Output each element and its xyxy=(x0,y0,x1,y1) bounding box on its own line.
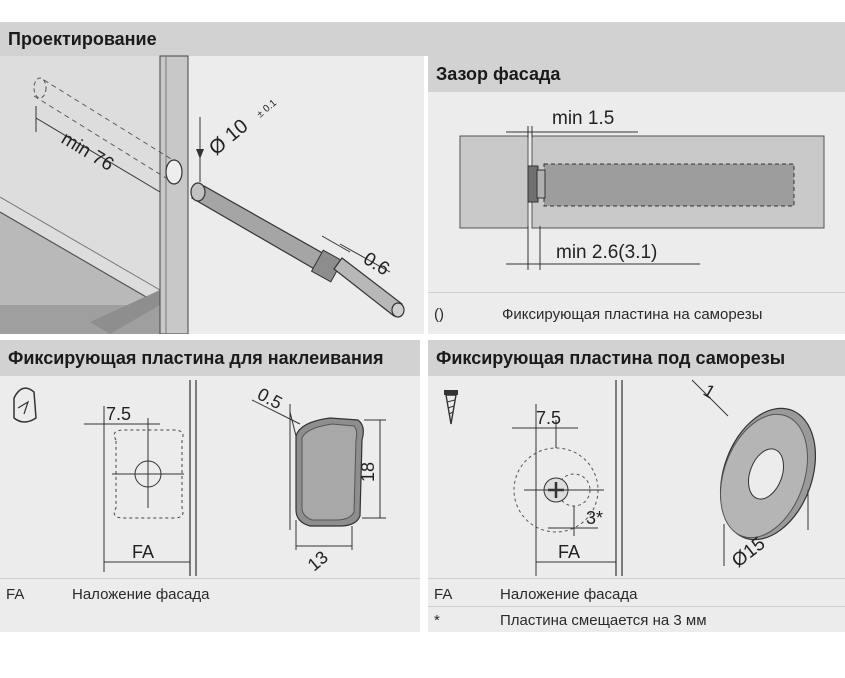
dim-13: 13 xyxy=(304,547,332,575)
legend-code: * xyxy=(434,612,440,629)
screw-title: Фиксирующая пластина под саморезы xyxy=(428,340,845,376)
drill-hole xyxy=(165,159,183,185)
dim-0-5: 0.5 xyxy=(254,384,285,413)
design-drawing: min 76 Ø 10 ± 0.1 0.6 xyxy=(0,55,405,334)
adhesive-icon xyxy=(13,387,37,423)
legend-desc: Пластина смещается на 3 мм xyxy=(500,612,707,629)
adhesive-title: Фиксирующая пластина для наклеивания xyxy=(0,340,420,376)
legend-desc: Фиксирующая пластина на саморезы xyxy=(502,306,763,323)
gap-panel: Зазор фасада min 1.5 min 2.6(3.1) () Фик… xyxy=(424,56,845,334)
plate-front xyxy=(113,429,184,519)
dim-min-2-6: min 2.6(3.1) xyxy=(556,242,657,263)
adhesive-panel: Фиксирующая пластина для наклеивания 7.5… xyxy=(0,340,420,632)
dim-7-5: 7.5 xyxy=(536,408,561,428)
screw-panel: Фиксирующая пластина под саморезы 7.5 3* xyxy=(424,340,845,632)
dim-3-star: 3* xyxy=(586,508,603,528)
dim-7-5: 7.5 xyxy=(106,404,131,424)
gap-drawing: min 1.5 min 2.6(3.1) xyxy=(459,108,825,270)
gap-title: Зазор фасада xyxy=(428,56,845,92)
screw-drawing: 7.5 3* FA 1 Ø15 xyxy=(444,379,817,576)
screw-legend-row-fa: FA Наложение фасада xyxy=(428,586,845,608)
dim-1: 1 xyxy=(700,380,719,402)
dim-min-1-5: min 1.5 xyxy=(552,108,614,129)
gap-legend-row: () Фиксирующая пластина на саморезы xyxy=(428,306,845,328)
dim-18: 18 xyxy=(358,462,378,482)
washer-plate xyxy=(719,407,817,541)
door-panel xyxy=(159,55,189,334)
adhesive-drawing: 7.5 FA 0.5 18 13 xyxy=(13,380,386,576)
door-block xyxy=(459,135,529,229)
design-title: Проектирование xyxy=(0,22,845,56)
legend-desc: Наложение фасада xyxy=(72,586,210,603)
dim-diameter: Ø 10 xyxy=(205,115,252,160)
screw-icon xyxy=(444,390,458,425)
legend-code: FA xyxy=(434,586,453,603)
legend-code: () xyxy=(434,306,444,323)
adhesive-legend-row: FA Наложение фасада xyxy=(0,586,420,608)
push-latch-pin xyxy=(190,182,405,318)
legend-desc: Наложение фасада xyxy=(500,586,638,603)
dim-fa: FA xyxy=(132,542,154,562)
legend-code: FA xyxy=(6,586,25,603)
dim-fa: FA xyxy=(558,542,580,562)
dim-diameter-tolerance: ± 0.1 xyxy=(255,97,279,120)
screw-legend-row-star: * Пластина смещается на 3 мм xyxy=(428,612,845,632)
